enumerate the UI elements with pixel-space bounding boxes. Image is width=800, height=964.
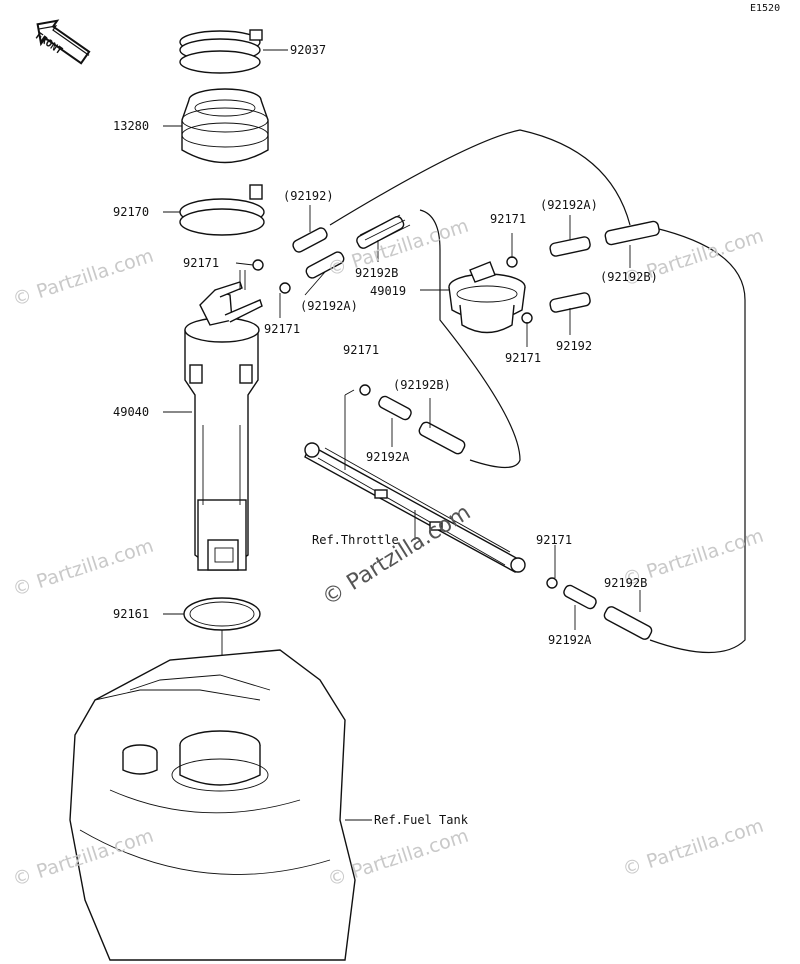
callout-92192A[interactable]: 92192A (548, 633, 592, 647)
callout-92192B[interactable]: (92192B) (393, 378, 451, 392)
hose-routing-lines (329, 129, 746, 653)
diagram-code: E1520 (750, 3, 781, 14)
callout-92161[interactable]: 92161 (113, 607, 150, 621)
callout-49019[interactable]: 49019 (370, 284, 407, 298)
callout-92192B[interactable]: 92192B (604, 576, 648, 590)
throttle-rail (304, 442, 526, 573)
callout-92171[interactable]: 92171 (183, 256, 220, 270)
callout-92171[interactable]: 92171 (264, 322, 301, 336)
fuel-pump-49040 (184, 270, 263, 571)
callout-49040[interactable]: 49040 (113, 405, 150, 419)
callout-92171[interactable]: 92171 (490, 212, 527, 226)
callout-92192[interactable]: 92192 (556, 339, 593, 353)
grommet-13280 (181, 88, 269, 164)
callout-92192B[interactable]: 92192B (355, 266, 399, 280)
upper-hoses (252, 214, 411, 294)
callout-92171[interactable]: 92171 (343, 343, 380, 357)
callout-92192B[interactable]: (92192B) (600, 270, 658, 284)
filter-hoses (506, 220, 660, 324)
fuel-tank (69, 649, 356, 961)
clamp-92037 (179, 29, 263, 74)
front-arrow-icon (36, 19, 91, 65)
callout-92037[interactable]: 92037 (290, 43, 327, 57)
callout-92192[interactable]: (92192) (283, 189, 334, 203)
middle-hoses (359, 384, 466, 455)
gasket-92161 (183, 597, 261, 720)
callout-92192A[interactable]: (92192A) (540, 198, 598, 212)
leader-lines (163, 49, 641, 821)
callout-ref-fuel-tank[interactable]: Ref.Fuel Tank (374, 813, 468, 827)
callout-13280[interactable]: 13280 (113, 119, 150, 133)
callout-92171[interactable]: 92171 (505, 351, 542, 365)
lower-hoses (546, 577, 653, 640)
callout-92171[interactable]: 92171 (536, 533, 573, 547)
fuel-filter-49019 (448, 261, 526, 334)
callout-92192A[interactable]: 92192A (366, 450, 410, 464)
clamp-92170 (179, 184, 265, 236)
callout-92170[interactable]: 92170 (113, 205, 150, 219)
callout-ref-throttle[interactable]: Ref.Throttle (312, 533, 399, 547)
callout-92192A[interactable]: (92192A) (300, 299, 358, 313)
